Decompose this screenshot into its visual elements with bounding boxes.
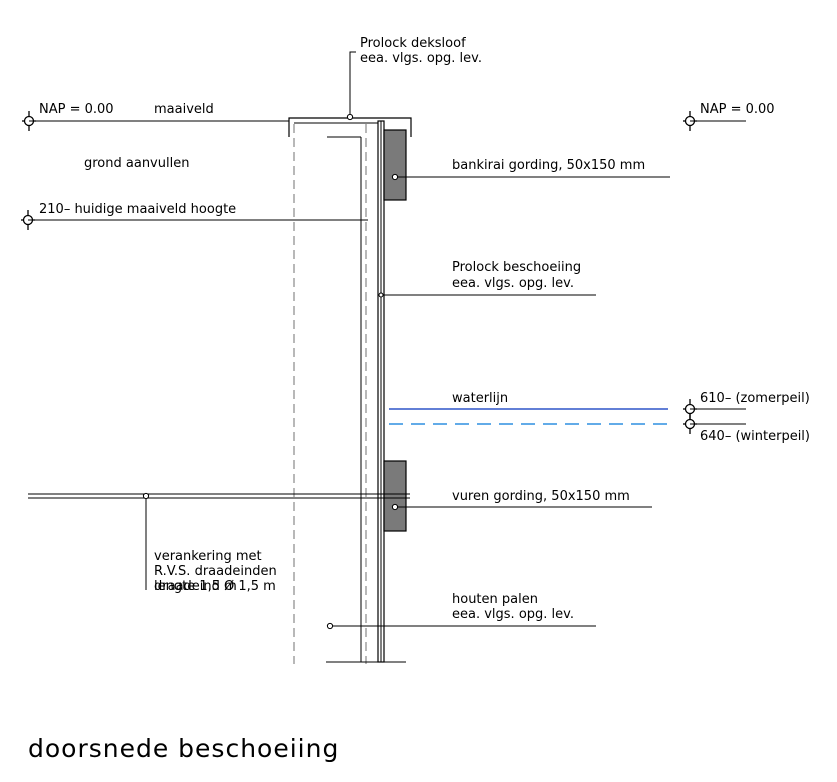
- beschoeiing-sub-label: eea. vlgs. opg. lev.: [452, 276, 574, 291]
- palen-label: houten palen: [452, 592, 538, 607]
- bankirai-label: bankirai gording, 50x150 mm: [452, 158, 645, 173]
- wooden-pile: [327, 136, 362, 662]
- leader-lines: [28, 51, 746, 630]
- verankering-label: verankering met: [154, 549, 262, 564]
- nap-right-label: NAP = 0.00: [700, 102, 775, 117]
- bankirai-waler: [383, 129, 407, 201]
- zomerpeil-label: 610– (zomerpeil): [700, 391, 810, 406]
- palen-sub-label: eea. vlgs. opg. lev.: [452, 607, 574, 622]
- vuren-label: vuren gording, 50x150 mm: [452, 489, 630, 504]
- grond-label: grond aanvullen: [84, 156, 189, 171]
- deksloof-sub-label: eea. vlgs. opg. lev.: [360, 51, 482, 66]
- huidige-maaiveld-label: 210– huidige maaiveld hoogte: [39, 202, 236, 217]
- vuren-waler: [383, 460, 407, 532]
- waterlijn-label: waterlijn: [452, 391, 508, 406]
- winterpeil-label: 640– (winterpeil): [700, 429, 810, 444]
- verankering-rvs-label: R.V.S. draadeinden: [154, 564, 277, 579]
- beschoeiing-label: Prolock beschoeiing: [452, 260, 581, 275]
- anchor-rod: [28, 493, 410, 499]
- nap-left-label: NAP = 0.00: [39, 102, 114, 117]
- maaiveld-label: maaiveld: [154, 102, 214, 117]
- drawing-title: doorsnede beschoeiing: [28, 734, 339, 763]
- sheet-pile: [377, 120, 385, 663]
- verankering-lengte-label: lengte 1,5 m: [154, 579, 237, 594]
- deksloof-label: Prolock deksloof: [360, 36, 466, 51]
- verankering-draadeind-label: draadeind Ø 1,5 m: [154, 579, 276, 594]
